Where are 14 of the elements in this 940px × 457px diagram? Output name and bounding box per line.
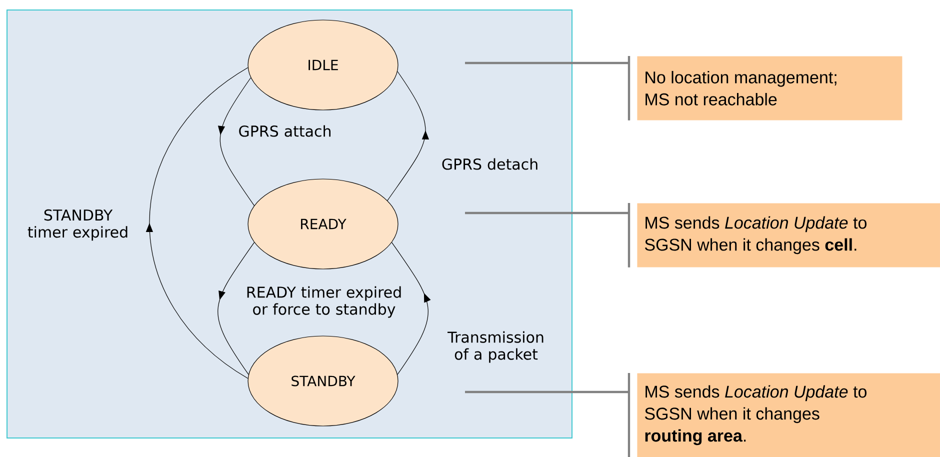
edge-label: STANDBY timer expired: [28, 209, 128, 241]
transition-arrow: [392, 242, 431, 375]
edge-label: READY timer expired or force to standby: [247, 286, 401, 318]
callout-box: MS sends Location Update to SGSN when it changes cell.: [637, 203, 940, 268]
leader-line: [464, 202, 630, 268]
leader-line: [464, 54, 630, 122]
transition-arrow: [146, 67, 248, 379]
callout-box: No location management; MS not reachable: [637, 56, 902, 120]
callout-box: MS sends Location Update to SGSN when it changes routing area.: [637, 373, 940, 457]
transition-arrow: [218, 242, 255, 375]
edge-label: Transmission of a packet: [448, 331, 544, 363]
edge-label: GPRS detach: [442, 158, 538, 170]
leader-line: [464, 372, 630, 457]
edge-label: GPRS attach: [239, 125, 330, 137]
